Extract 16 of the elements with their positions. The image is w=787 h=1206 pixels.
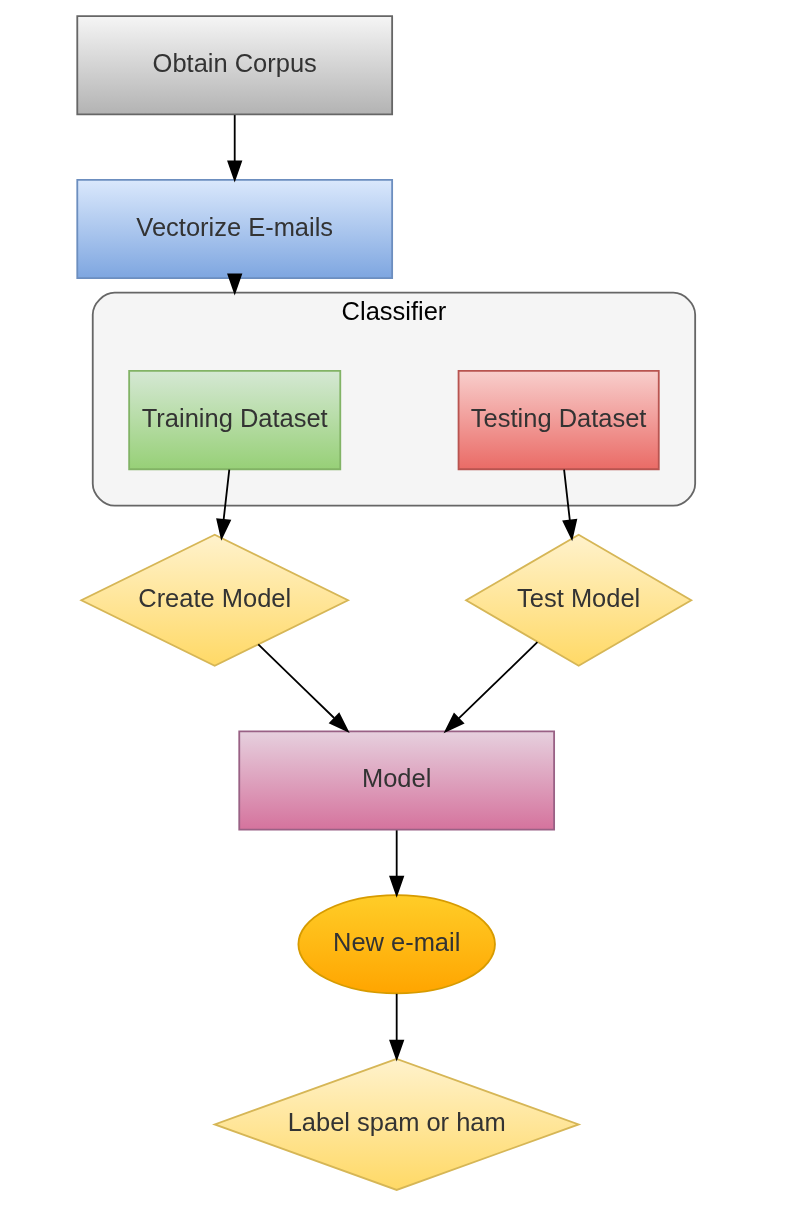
node-diamond: Test Model [464,533,694,667]
arrow [389,829,405,898]
arrow [389,992,405,1062]
node-box: Testing Dataset [457,370,660,471]
arrow [257,643,350,733]
node-diamond: Create Model [79,533,351,667]
node-box: Model [238,730,555,831]
arrow [227,273,243,296]
node-box: Obtain Corpus [76,15,394,116]
node-box: Training Dataset [128,370,342,471]
node-ellipse: New e-mail [297,894,496,995]
node-diamond: Label spam or ham [212,1057,582,1191]
arrow [443,641,539,734]
arrow [216,468,232,541]
arrow [227,114,243,183]
arrow [562,468,578,542]
